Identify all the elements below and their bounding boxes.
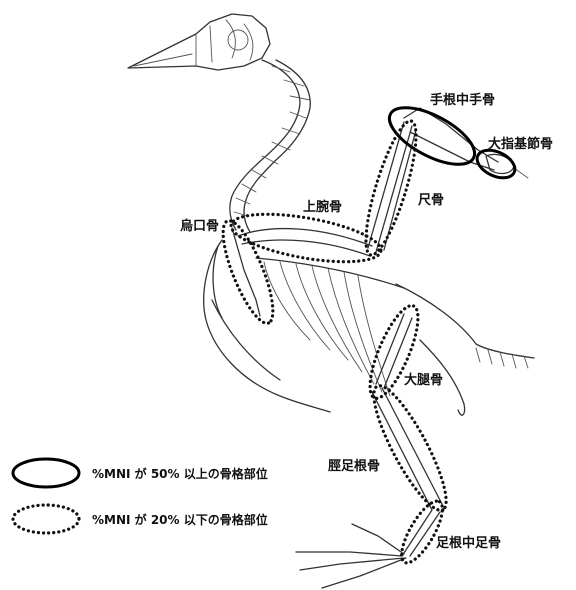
- femur-dotted-outline: [361, 300, 428, 404]
- label-phalanx: 大指基節骨: [488, 138, 553, 151]
- leg-bones: [296, 314, 442, 588]
- legend-solid-text: %MNI が 50% 以上の骨格部位: [92, 465, 268, 482]
- label-carpometacarpus: 手根中手骨: [430, 94, 495, 107]
- rib-cage: [256, 258, 404, 396]
- legend-dotted-symbol: [10, 502, 82, 536]
- legend-dotted-text: %MNI が 20% 以下の骨格部位: [92, 511, 268, 528]
- label-ulna: 尺骨: [418, 194, 444, 207]
- tarsometatarsus-dotted-outline: [394, 496, 450, 569]
- legend-solid-symbol: [10, 456, 82, 490]
- label-coracoid: 烏口骨: [180, 220, 219, 233]
- label-tarsometatarsus: 足根中足骨: [436, 537, 501, 550]
- pelvis-tail: [396, 284, 534, 415]
- torso-bones: [204, 228, 330, 412]
- skull-drawing: [128, 14, 270, 70]
- label-humerus: 上腕骨: [303, 201, 342, 214]
- legend-solid: %MNI が 50% 以上の骨格部位: [10, 456, 268, 490]
- label-femur: 大腿骨: [404, 374, 443, 387]
- neck-vertebrae: [230, 60, 310, 232]
- label-tibiotarsus: 脛足根骨: [328, 460, 380, 473]
- wing-bones: [238, 108, 528, 256]
- carpometacarpus-solid-outline: [381, 96, 483, 175]
- legend-dotted: %MNI が 20% 以下の骨格部位: [10, 502, 268, 536]
- ulna-dotted-outline: [356, 117, 426, 260]
